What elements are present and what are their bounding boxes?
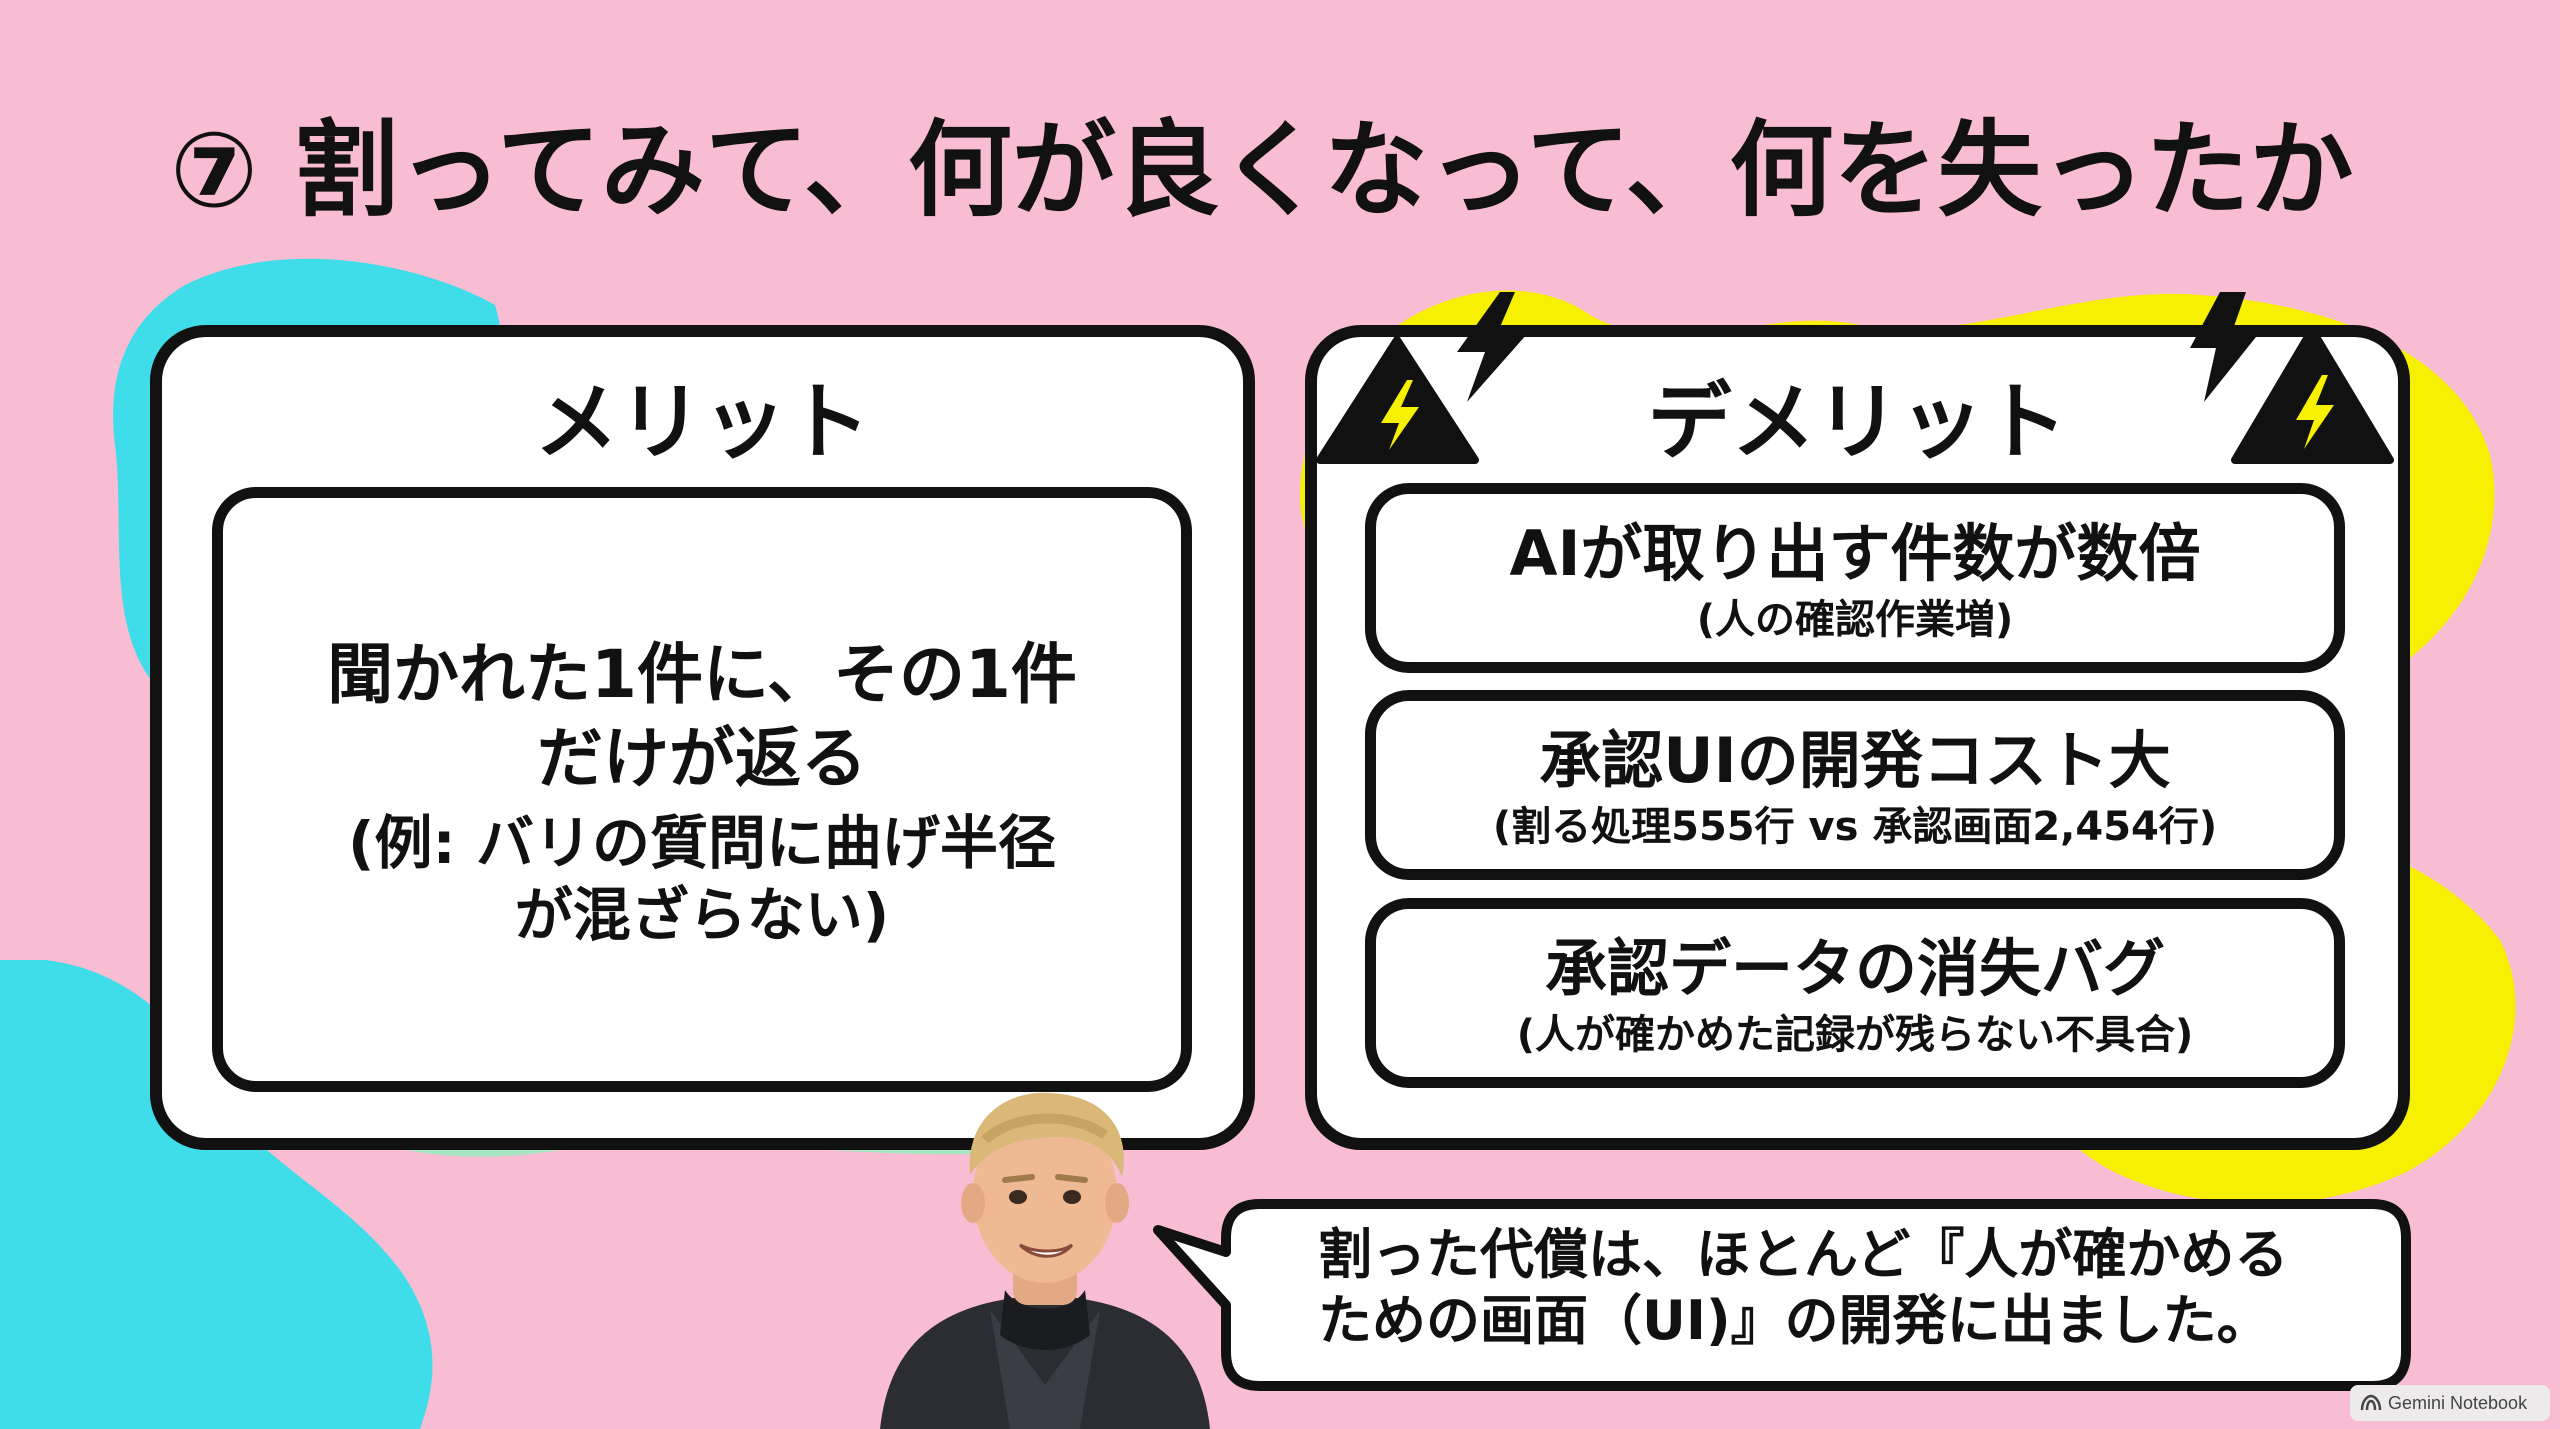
watermark-text: Gemini Notebook	[2388, 1393, 2528, 1413]
warning-lightning-icon	[1316, 336, 1479, 464]
demerit-item-3: 承認データの消失バグ (人が確かめた記録が残らない不具合)	[1365, 898, 2345, 1088]
page-title: ⑦ 割ってみて、何が良くなって、何を失ったか	[170, 109, 2354, 231]
speech-text: 割った代償は、ほとんど『人が確かめる ための画面（UI)』の開発に出ました。	[1318, 1222, 2408, 1354]
demerit-item-3-note: (人が確かめた記録が残らない不具合)	[1516, 1012, 2194, 1058]
notebook-logo-icon	[2360, 1394, 2382, 1411]
merit-box: 聞かれた1件に、その1件 だけが返る (例: バリの質問に曲げ半径 が混ざらない…	[212, 487, 1192, 1092]
merit-note-line-1: (例: バリの質問に曲げ半径	[348, 809, 1056, 877]
lightning-bolt-icon	[2190, 292, 2260, 402]
merit-heading: メリット	[534, 373, 871, 471]
merit-main-line-2: だけが返る	[537, 720, 867, 797]
demerit-item-1-main: AIが取り出す件数が数倍	[1509, 517, 2201, 590]
merit-note-line-2: が混ざらない)	[514, 881, 890, 949]
demerit-item-1-note: (人の確認作業増)	[1696, 597, 2014, 643]
merit-main-line-1: 聞かれた1件に、その1件	[327, 636, 1077, 713]
watermark: Gemini Notebook	[2350, 1385, 2550, 1421]
warning-lightning-icon	[2231, 326, 2394, 464]
demerit-item-2-main: 承認UIの開発コスト大	[1539, 724, 2171, 797]
presenter-avatar	[880, 1092, 1210, 1429]
lightning-bolt-icon	[1457, 292, 1527, 402]
demerit-item-2: 承認UIの開発コスト大 (割る処理555行 vs 承認画面2,454行)	[1365, 690, 2345, 880]
merit-note-text: (例: バリの質問に曲げ半径 が混ざらない)	[223, 807, 1181, 951]
demerit-item-1: AIが取り出す件数が数倍 (人の確認作業増)	[1365, 483, 2345, 673]
merit-main-text: 聞かれた1件に、その1件 だけが返る	[223, 633, 1181, 801]
speech-line-1: 割った代償は、ほとんど『人が確かめる	[1318, 1223, 2289, 1286]
demerit-heading: デメリット	[1647, 373, 2068, 471]
cyan-blob-bottom-left	[0, 960, 433, 1429]
speech-line-2: ための画面（UI)』の開発に出ました。	[1318, 1289, 2271, 1352]
demerit-item-3-main: 承認データの消失バグ	[1544, 932, 2165, 1005]
speech-bubble	[1153, 1199, 2411, 1391]
demerit-item-2-note: (割る処理555行 vs 承認画面2,454行)	[1492, 804, 2218, 850]
